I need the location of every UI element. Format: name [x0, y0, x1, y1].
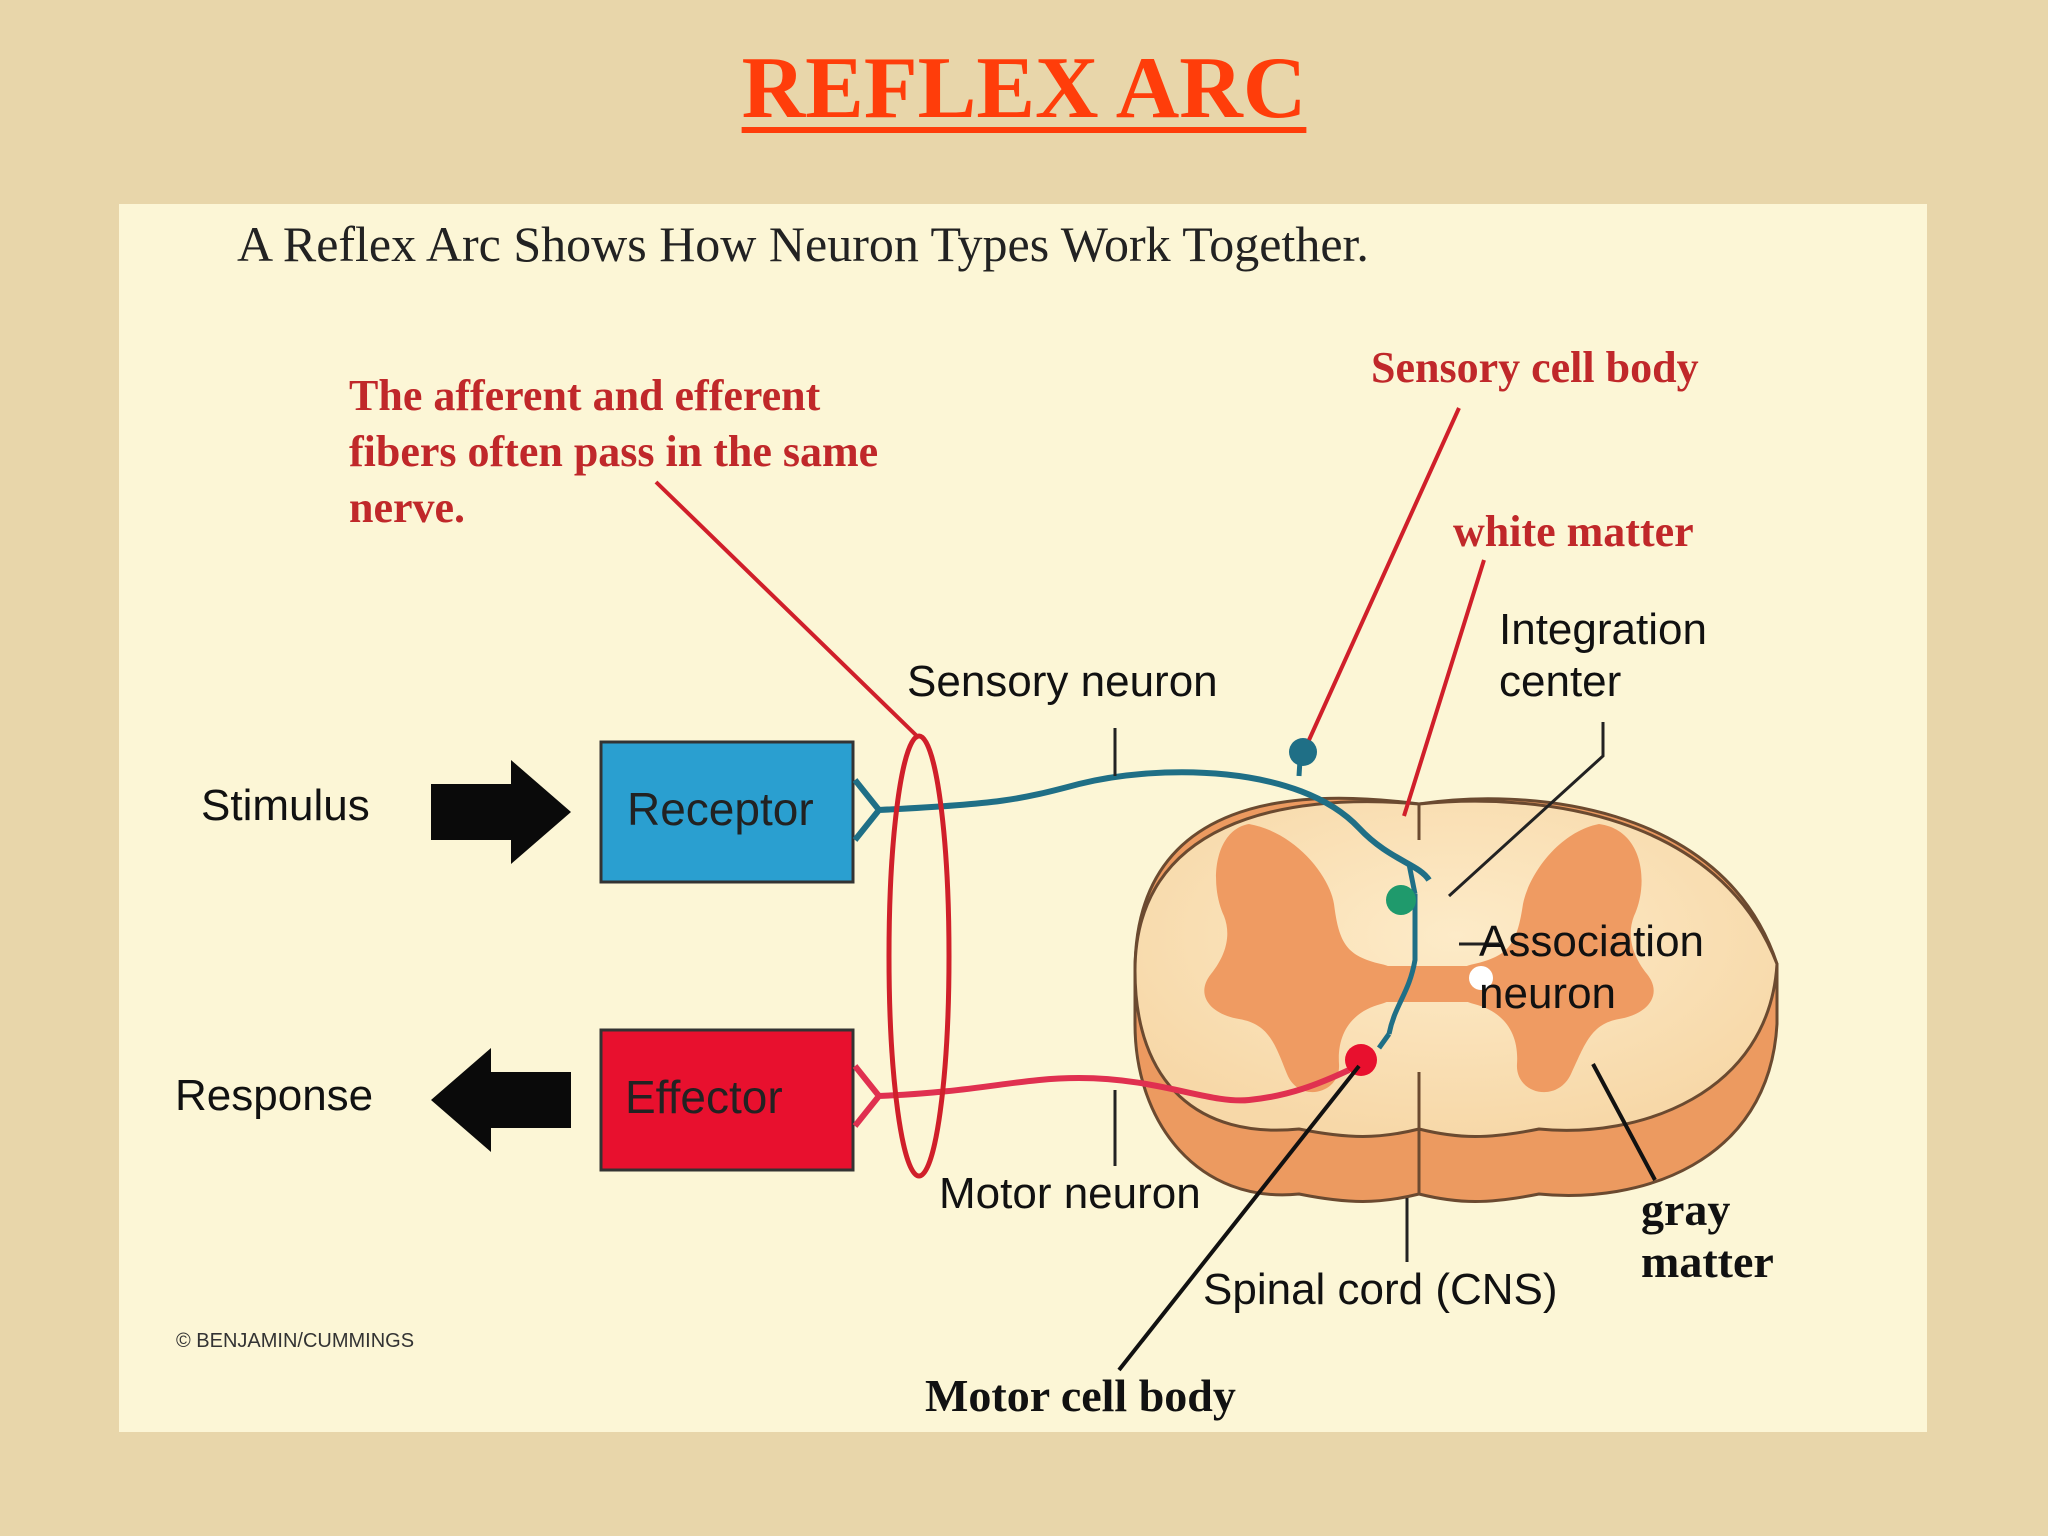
sensory-cell-body-label: Sensory cell body: [1371, 343, 1699, 392]
sensory-cell-body-pointer: [1307, 407, 1461, 741]
integration-center-leader: [1447, 722, 1605, 898]
motor-neuron-label: Motor neuron: [939, 1169, 1201, 1218]
motor-cell-body-leader: [1117, 1064, 1361, 1372]
nerve-note-line-1: The afferent and efferent: [349, 371, 821, 420]
spinal-cord-label: Spinal cord (CNS): [1203, 1265, 1558, 1314]
gray-matter-label-line-2: matter: [1641, 1236, 1774, 1287]
response-arrow-icon: [431, 1048, 571, 1152]
integration-center-label-line-1: Integration: [1499, 605, 1707, 654]
gray-commissure: [1374, 966, 1484, 1002]
association-neuron-label-line-1: Association: [1479, 917, 1705, 966]
diagram-panel: A Reflex Arc Shows How Neuron Types Work…: [119, 204, 1927, 1432]
motor-cell-body-label: Motor cell body: [925, 1370, 1236, 1421]
sensory-neuron-fiber: [852, 769, 1432, 882]
sensory-neuron-label: Sensory neuron: [907, 657, 1218, 706]
effector-box: [599, 1028, 855, 1172]
association-neuron-label-line-2: neuron: [1479, 969, 1617, 1018]
copyright-text: © BENJAMIN/CUMMINGS: [176, 1330, 415, 1352]
gray-matter-label-line-1: gray: [1641, 1184, 1731, 1235]
motor-neuron-fiber: [852, 1064, 1351, 1128]
gray-matter-leader: [1591, 1063, 1657, 1181]
association-neuron-body: [1386, 885, 1416, 915]
nerve-note-line-3: nerve.: [349, 483, 466, 532]
white-matter-pointer: [1402, 559, 1486, 817]
nerve-note-line-2: fibers often pass in the same: [349, 427, 879, 476]
integration-center-label-line-2: center: [1499, 657, 1622, 706]
motor-cell-body: [1345, 1044, 1377, 1076]
stimulus-arrow-icon: [431, 760, 571, 864]
receptor-box: [599, 740, 855, 884]
association-neuron-white-dot: [1469, 966, 1493, 990]
gray-matter-right: [1449, 824, 1654, 1093]
receptor-label: Receptor: [627, 783, 814, 835]
nerve-pointer-line: [654, 480, 921, 740]
gray-matter-left: [1204, 824, 1405, 1093]
diagram-heading: A Reflex Arc Shows How Neuron Types Work…: [237, 216, 1369, 272]
slide-title: REFLEX ARC: [741, 40, 1307, 137]
sensory-cell-body: [1289, 738, 1317, 766]
shared-nerve-ellipse: [886, 733, 952, 1179]
white-matter-label: white matter: [1453, 507, 1694, 556]
stimulus-label: Stimulus: [201, 781, 370, 830]
effector-label: Effector: [625, 1071, 783, 1123]
response-label: Response: [175, 1071, 374, 1120]
reflex-arc-diagram: [431, 407, 1779, 1372]
